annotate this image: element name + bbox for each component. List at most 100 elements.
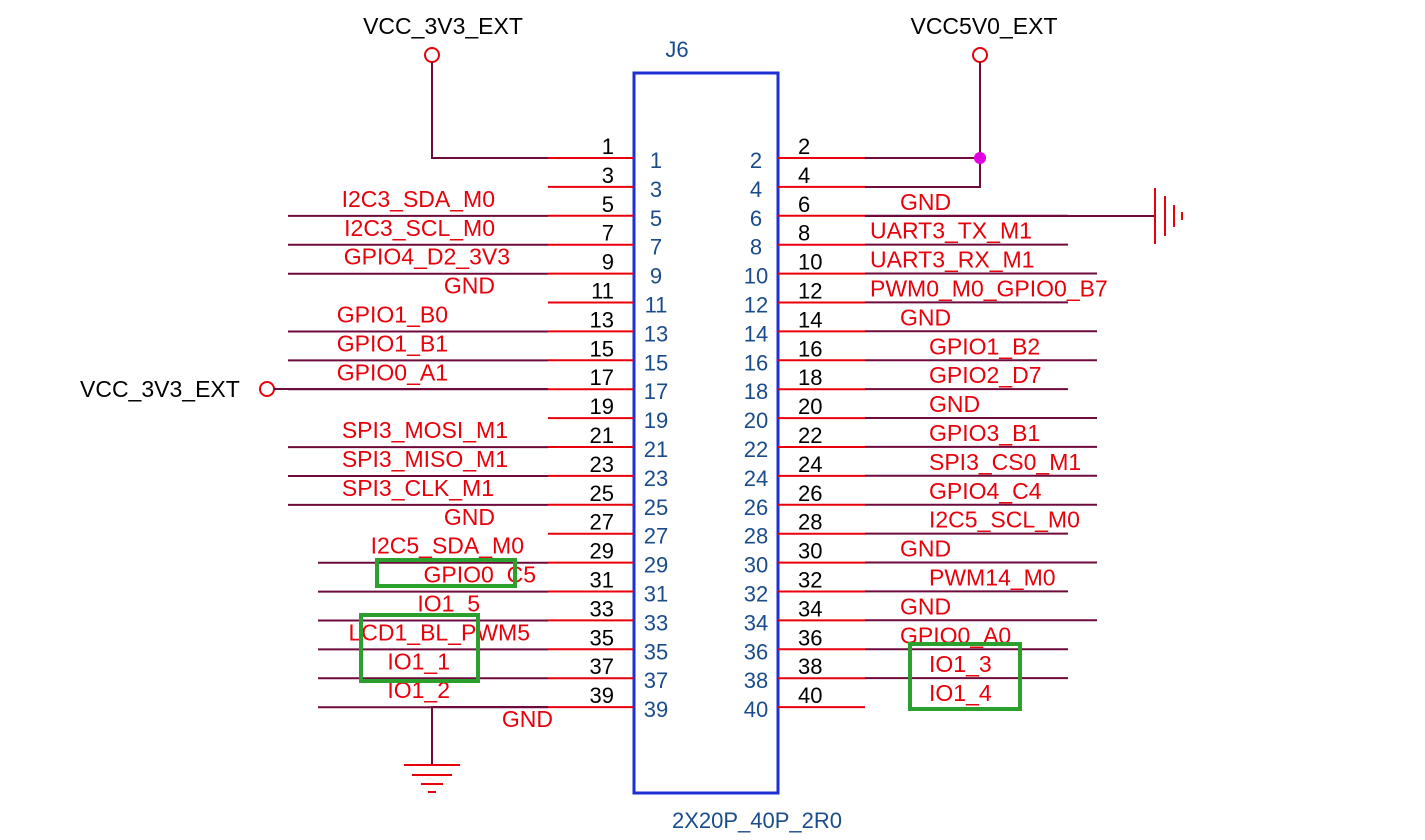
pin-inner-number: 16 xyxy=(744,350,768,375)
power-top-left-label: VCC_3V3_EXT xyxy=(363,13,523,39)
net-label: GPIO1_B2 xyxy=(929,333,1040,359)
pin-inner-number: 39 xyxy=(644,697,668,722)
pin-inner-number: 3 xyxy=(650,177,662,202)
pin-inner-number: 25 xyxy=(644,495,668,520)
pin-number: 14 xyxy=(798,307,822,332)
highlight-boxes xyxy=(359,558,1022,711)
net-label: SPI3_MOSI_M1 xyxy=(342,417,508,443)
net-label: GPIO4_D2_3V3 xyxy=(344,244,510,270)
pin-inner-number: 23 xyxy=(644,466,668,491)
right-pin-rows: 224466GND88UART3_TX_M11010UART3_RX_M1121… xyxy=(744,134,1108,722)
pin-number: 23 xyxy=(590,452,614,477)
net-label: I2C3_SDA_M0 xyxy=(342,186,495,212)
pin-number: 10 xyxy=(798,250,822,275)
net-label: GPIO1_B0 xyxy=(337,302,448,328)
net-label: IO1_1 xyxy=(387,648,450,674)
pin-number: 3 xyxy=(602,163,614,188)
net-label: I2C5_SCL_M0 xyxy=(929,507,1080,533)
pin-inner-number: 37 xyxy=(644,668,668,693)
net-label: GND xyxy=(929,391,980,417)
pin-number: 22 xyxy=(798,423,822,448)
pin-inner-number: 2 xyxy=(750,148,762,173)
pin-number: 18 xyxy=(798,365,822,390)
pin-inner-number: 17 xyxy=(644,379,668,404)
pin-number: 9 xyxy=(602,250,614,275)
pin-number: 28 xyxy=(798,510,822,535)
right-pin-row: 22 xyxy=(750,134,865,173)
pin-inner-number: 34 xyxy=(744,610,768,635)
pin-number: 4 xyxy=(798,163,810,188)
pin-inner-number: 8 xyxy=(750,235,762,260)
pin-inner-number: 29 xyxy=(644,553,668,578)
net-label: SPI3_CLK_M1 xyxy=(342,475,494,501)
net-label: PWM0_M0_GPIO0_B7 xyxy=(870,276,1108,302)
net-label: IO1_4 xyxy=(929,680,992,706)
pin-number: 1 xyxy=(602,134,614,159)
highlight-box-io1-3-4 xyxy=(908,642,1022,711)
net-label: SPI3_MISO_M1 xyxy=(342,446,508,472)
pin-number: 34 xyxy=(798,596,822,621)
highlight-box-io1-1-2 xyxy=(359,613,480,683)
power-top-right: VCC5V0_EXT xyxy=(865,13,1058,188)
net-label: UART3_RX_M1 xyxy=(870,247,1034,273)
net-label: GPIO1_B1 xyxy=(337,330,448,356)
net-label: GND xyxy=(444,504,495,530)
pin-number: 29 xyxy=(590,539,614,564)
connector-ref: J6 xyxy=(665,37,688,62)
pin-inner-number: 26 xyxy=(744,495,768,520)
net-label: PWM14_M0 xyxy=(929,565,1056,591)
pin-number: 33 xyxy=(590,596,614,621)
pin-inner-number: 7 xyxy=(650,235,662,260)
power-left-label: VCC_3V3_EXT xyxy=(80,376,240,402)
pin-number: 32 xyxy=(798,568,822,593)
pin-inner-number: 35 xyxy=(644,639,668,664)
power-top-right-symbol xyxy=(972,47,988,63)
pin-number: 19 xyxy=(590,394,614,419)
pin-inner-number: 22 xyxy=(744,437,768,462)
connector-value: 2X20P_40P_2R0 xyxy=(672,808,842,833)
pin-inner-number: 27 xyxy=(644,524,668,549)
power-top-left-symbol xyxy=(424,47,440,63)
net-label: UART3_TX_M1 xyxy=(870,218,1032,244)
power-top-left: VCC_3V3_EXT xyxy=(363,13,548,159)
pin-number: 30 xyxy=(798,539,822,564)
pin-inner-number: 14 xyxy=(744,321,768,346)
pin-number: 2 xyxy=(798,134,810,159)
pin-inner-number: 4 xyxy=(750,177,762,202)
power-top-right-wire xyxy=(865,62,981,188)
pin-inner-number: 13 xyxy=(644,321,668,346)
junction-dot xyxy=(974,152,986,164)
pin-number: 20 xyxy=(798,394,822,419)
pin-number: 31 xyxy=(590,568,614,593)
pin-number: 40 xyxy=(798,683,822,708)
net-label: IO1_3 xyxy=(929,651,992,677)
pin-inner-number: 19 xyxy=(644,408,668,433)
net-label: IO1_5 xyxy=(417,591,480,617)
pin-inner-number: 28 xyxy=(744,524,768,549)
pin-inner-number: 1 xyxy=(650,148,662,173)
pin-number: 6 xyxy=(798,192,810,217)
pin-inner-number: 38 xyxy=(744,668,768,693)
